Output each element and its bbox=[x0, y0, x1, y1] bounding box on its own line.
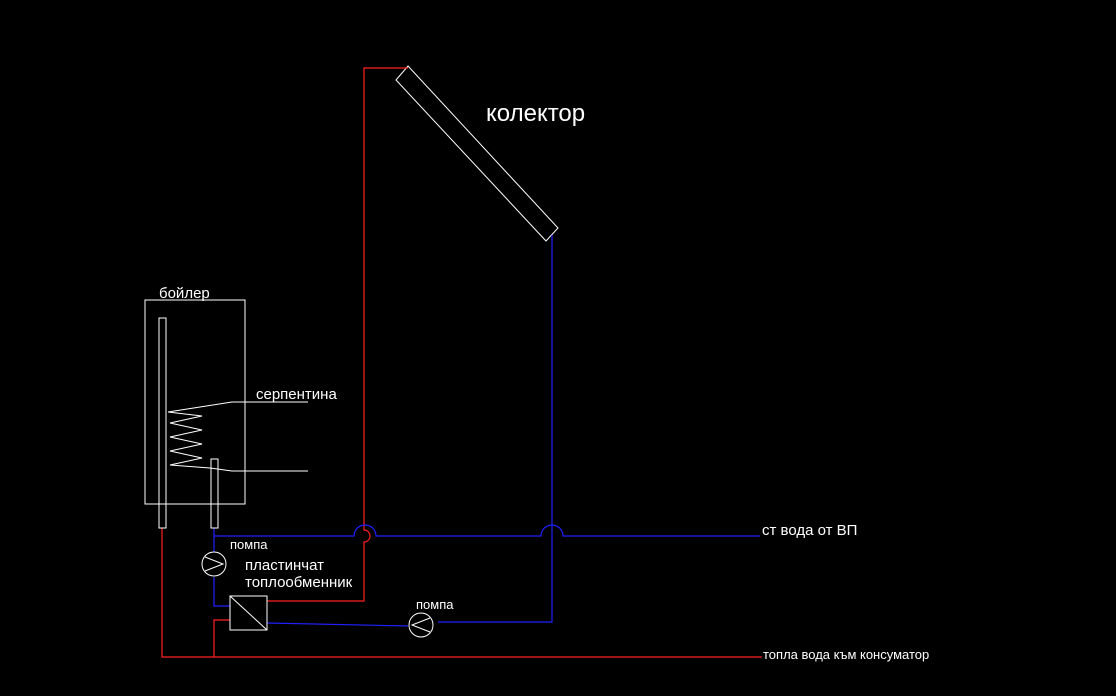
boiler-cold-inlet-pipe bbox=[210, 458, 219, 529]
exchanger-return-pipe bbox=[266, 622, 409, 627]
coil bbox=[167, 411, 211, 469]
pump-top bbox=[201, 551, 227, 577]
collector-label: колектор bbox=[486, 100, 585, 127]
hot-pipes bbox=[161, 67, 762, 658]
cold-water-label: ст вода от ВП bbox=[762, 522, 857, 539]
heat-exchanger-label-line1: пластинчат bbox=[245, 557, 324, 574]
collector-hot-pipe bbox=[267, 67, 408, 602]
pump-bottom bbox=[408, 612, 434, 638]
hot-water-pipe bbox=[161, 528, 762, 658]
solar-collector bbox=[395, 65, 559, 242]
pump-top-label: помпа bbox=[230, 537, 268, 552]
boiler bbox=[144, 299, 308, 529]
coil-leader-top bbox=[167, 401, 308, 413]
plate-heat-exchanger bbox=[229, 595, 268, 631]
boiler-label: бойлер bbox=[159, 285, 210, 302]
exchanger-hot-pipe bbox=[213, 619, 230, 657]
boiler-pump-pipe bbox=[213, 528, 230, 607]
collector-panel bbox=[395, 65, 559, 242]
boiler-hot-outlet-pipe bbox=[158, 317, 167, 529]
heat-exchanger-label-line2: топлообменник bbox=[245, 574, 353, 591]
coil-leader-bottom bbox=[209, 467, 308, 472]
cold-pipes bbox=[213, 235, 760, 627]
coil-label: серпентина bbox=[256, 386, 337, 403]
cold-water-pipe bbox=[214, 524, 760, 537]
pump-bottom-label: помпа bbox=[416, 597, 454, 612]
collector-cold-pipe bbox=[438, 235, 553, 623]
hot-water-label: топла вода към консуматор bbox=[763, 647, 929, 662]
